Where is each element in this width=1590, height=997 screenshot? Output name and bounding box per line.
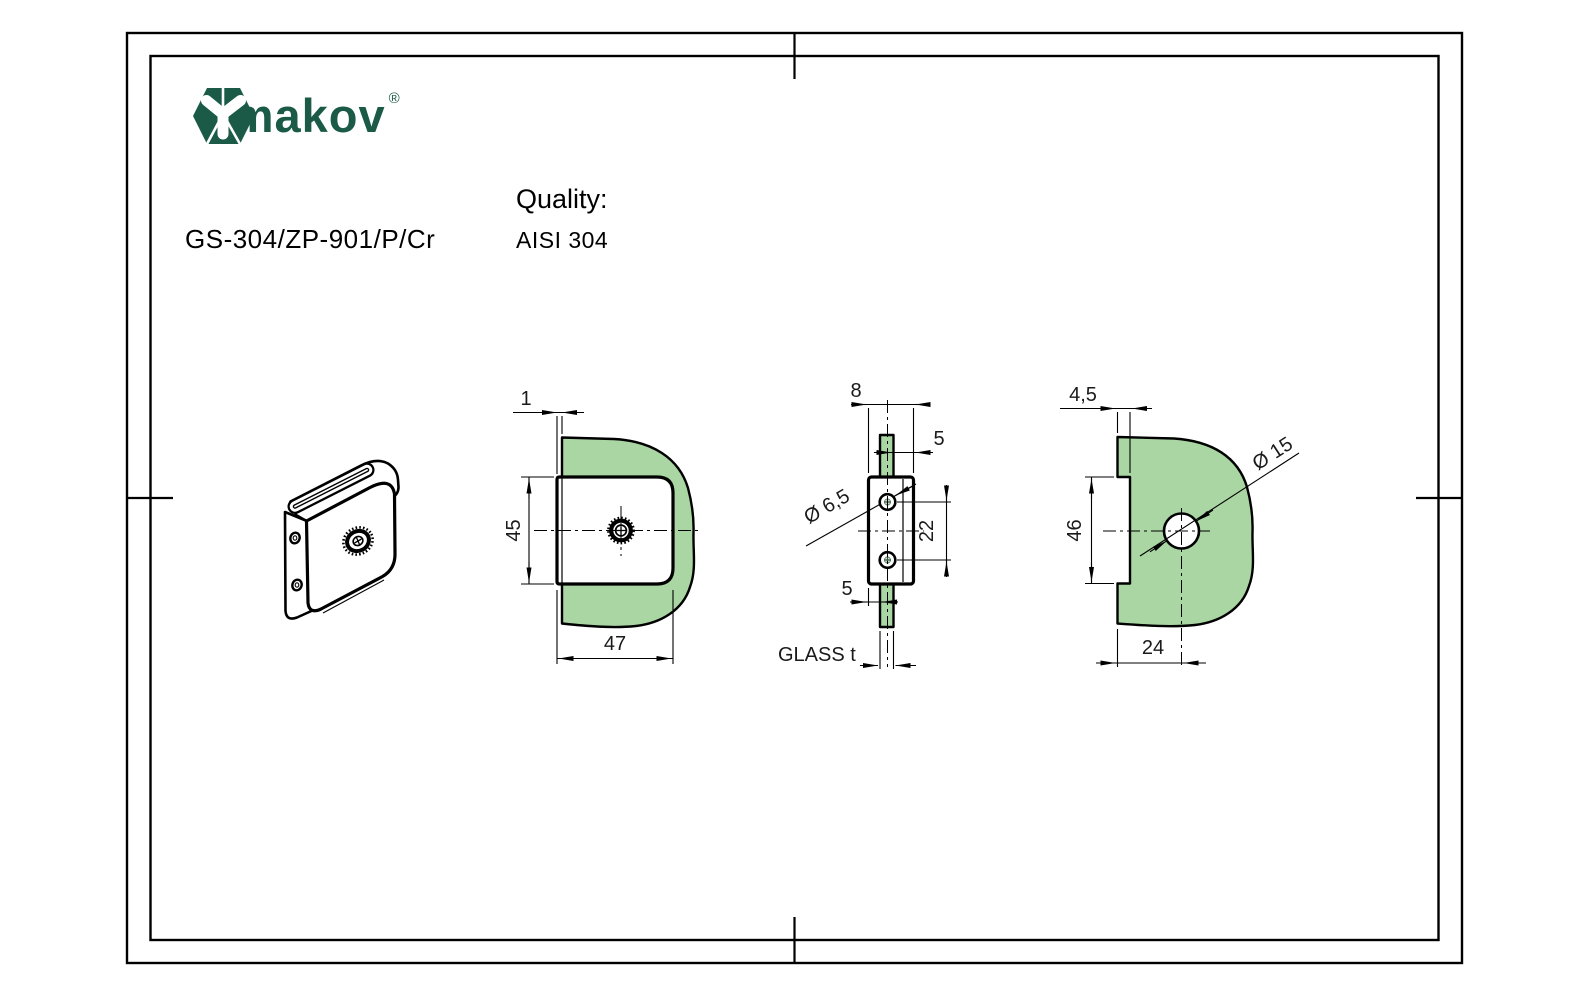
dim-body-height: 45 [503, 476, 554, 585]
dim-hole-diameter-label: Ø 6,5 [800, 485, 853, 529]
registered-trademark: ® [388, 90, 400, 107]
dim-hole-offset: 24 [1096, 629, 1206, 667]
glass-thickness-label: GLASS t [778, 644, 856, 666]
quality-label: Quality: [516, 184, 608, 214]
sheet-frame [125, 31, 1464, 965]
dim-body-width-value: 47 [604, 633, 626, 655]
hole-dia-arrow [895, 486, 913, 496]
front-centerlines [534, 506, 702, 556]
back-hole-diameter-label: Ø 15 [1249, 433, 1297, 475]
bottom-edge [322, 579, 385, 614]
back-centerlines [1103, 508, 1210, 667]
dim-edge-offset-value: 1 [520, 388, 531, 410]
dim-notch-height-value: 46 [1064, 519, 1086, 541]
dim-edge-offset: 1 [513, 388, 584, 474]
dim-glass-gap-top: 5 [874, 428, 945, 455]
dim-hole-pitch-value: 22 [916, 520, 938, 542]
dim-body-width: 47 [556, 590, 674, 664]
side-screw-holes [289, 531, 303, 592]
centering-marks [127, 33, 1462, 963]
dim-glass-gap-bottom: 5 [841, 578, 898, 606]
glass-slot [287, 462, 375, 514]
dim-notch-depth-value: 4,5 [1069, 384, 1097, 406]
dim-hole-pitch: 22 [897, 485, 951, 577]
dim-notch-depth: 4,5 [1060, 384, 1152, 473]
side-glass-bottom [878, 582, 895, 629]
dim-glass-gap-top-value: 5 [933, 428, 944, 450]
dim-body-height-value: 45 [503, 519, 525, 541]
quality-value: AISI 304 [516, 227, 609, 253]
dim-glass-gap-bottom-value: 5 [841, 578, 852, 600]
umakov-logo-icon [193, 88, 254, 145]
product-code: GS-304/ZP-901/P/Cr [185, 224, 436, 254]
side-centerlines [858, 400, 924, 667]
isometric-view [283, 459, 400, 620]
dim-notch-height: 46 [1064, 476, 1114, 585]
front-view: 1 45 47 [503, 388, 702, 664]
side-glass-top [878, 433, 895, 479]
dim-glass-thickness: GLASS t [778, 631, 916, 669]
dim-hole-offset-value: 24 [1142, 637, 1164, 659]
brand-logo: umakov ® [193, 86, 400, 145]
side-view: 8 5 22 [778, 380, 951, 669]
back-view: Ø 15 4,5 46 [1060, 384, 1300, 667]
dim-body-thickness: 8 [850, 380, 931, 473]
dim-body-thickness-value: 8 [850, 380, 861, 402]
